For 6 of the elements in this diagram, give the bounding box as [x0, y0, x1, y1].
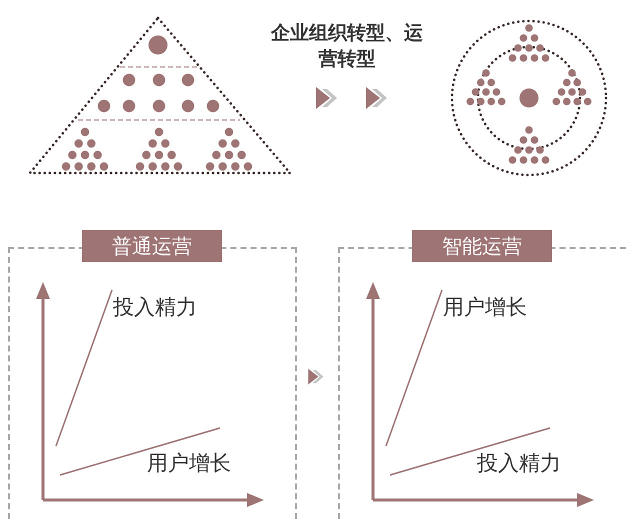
panel-heading: 普通运营 [82, 230, 222, 262]
line-label: 用户增长 [443, 294, 527, 320]
line-label: 投入精力 [477, 450, 561, 476]
panel-heading: 智能运营 [412, 230, 552, 262]
line-label: 投入精力 [113, 294, 197, 320]
line-label: 用户增长 [147, 450, 231, 476]
